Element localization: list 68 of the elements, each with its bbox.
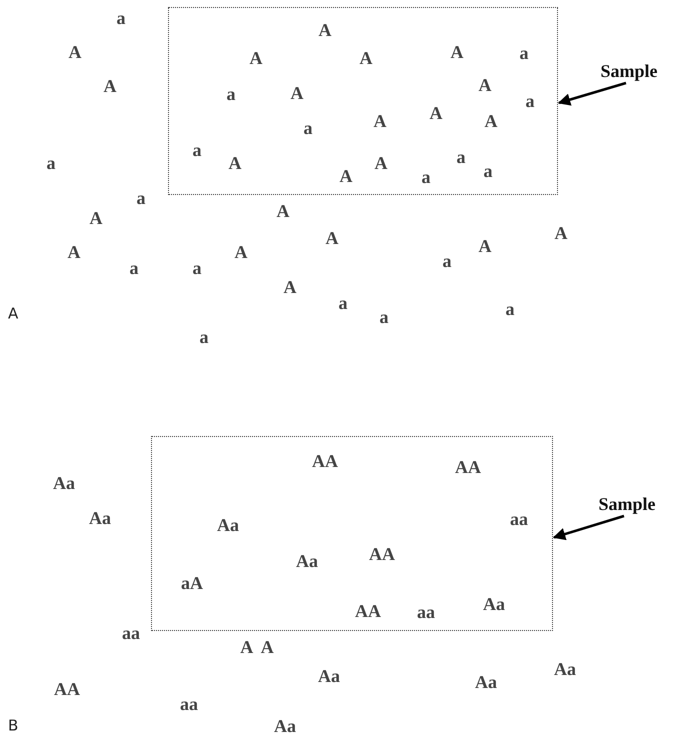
genotype-label: A [478, 76, 492, 94]
genotype-label: A [478, 237, 492, 255]
genotype-label: aa [180, 695, 198, 713]
genotype-label: A [68, 43, 82, 61]
genotype-label: Aa [483, 595, 505, 613]
genotype-label: AA [455, 458, 481, 476]
genotype-label: aa [122, 624, 140, 642]
genotype-label: A [326, 229, 338, 247]
genotype-label: Aa [53, 474, 75, 492]
genotype-label: Aa [318, 667, 340, 685]
genotype-label: a [46, 154, 56, 172]
arrow [552, 514, 624, 540]
genotype-label: a [116, 9, 126, 27]
genotype-label: a [304, 119, 312, 137]
genotype-label: Aa [274, 717, 296, 735]
genotype-label: a [506, 300, 514, 318]
genotype-label: A [554, 224, 568, 242]
genotype-label: a [520, 44, 528, 62]
genotype-label: A [290, 84, 304, 102]
genotype-label: a [484, 162, 492, 180]
genotype-label: Aa [554, 660, 576, 678]
sample-frame [168, 7, 558, 195]
genotype-label: A [430, 104, 442, 122]
genotype-label: AA [312, 452, 338, 470]
genotype-label: a [526, 92, 534, 110]
genotype-label: a [456, 148, 466, 166]
genotype-label: A [284, 278, 296, 296]
genotype-label: A [450, 43, 464, 61]
genotype-label: A [360, 49, 372, 67]
genotype-label: a [338, 294, 348, 312]
genotype-label: A A [240, 638, 274, 656]
genotype-label: Aa [296, 552, 318, 570]
arrow [558, 82, 626, 106]
genotype-label: A [340, 167, 352, 185]
genotype-label: Aa [217, 516, 239, 534]
genotype-label: a [130, 259, 138, 277]
genotype-label: A [318, 21, 332, 39]
genotype-label: A [484, 112, 498, 130]
genotype-label: AA [355, 602, 381, 620]
panel-label: B [8, 718, 18, 734]
genotype-label: A [250, 49, 262, 67]
genotype-label: A [276, 202, 290, 220]
genotype-label: a [192, 259, 202, 277]
genotype-label: a [192, 141, 202, 159]
genotype-label: aa [417, 603, 435, 621]
genotype-label: a [380, 308, 388, 326]
genotype-label: aA [181, 574, 203, 592]
genotype-label: A [234, 243, 248, 261]
genotype-label: a [200, 328, 208, 346]
callout-text: Sample [600, 62, 658, 80]
genotype-label: A [228, 154, 242, 172]
sample-frame [151, 436, 553, 631]
genotype-label: A [68, 243, 80, 261]
genotype-label: a [422, 168, 430, 186]
genotype-label: a [136, 189, 146, 207]
genotype-label: Aa [475, 673, 497, 691]
panel-label: A [8, 306, 18, 322]
genotype-label: A [104, 77, 116, 95]
genotype-label: AA [369, 545, 395, 563]
genotype-label: A [90, 209, 102, 227]
genotype-label: a [226, 85, 236, 103]
callout-text: Sample [598, 495, 656, 513]
genotype-label: aa [510, 510, 528, 528]
genotype-label: a [442, 252, 452, 270]
genotype-label: A [374, 154, 388, 172]
genotype-label: Aa [89, 509, 111, 527]
genotype-label: A [374, 112, 386, 130]
genotype-label: AA [54, 680, 80, 698]
